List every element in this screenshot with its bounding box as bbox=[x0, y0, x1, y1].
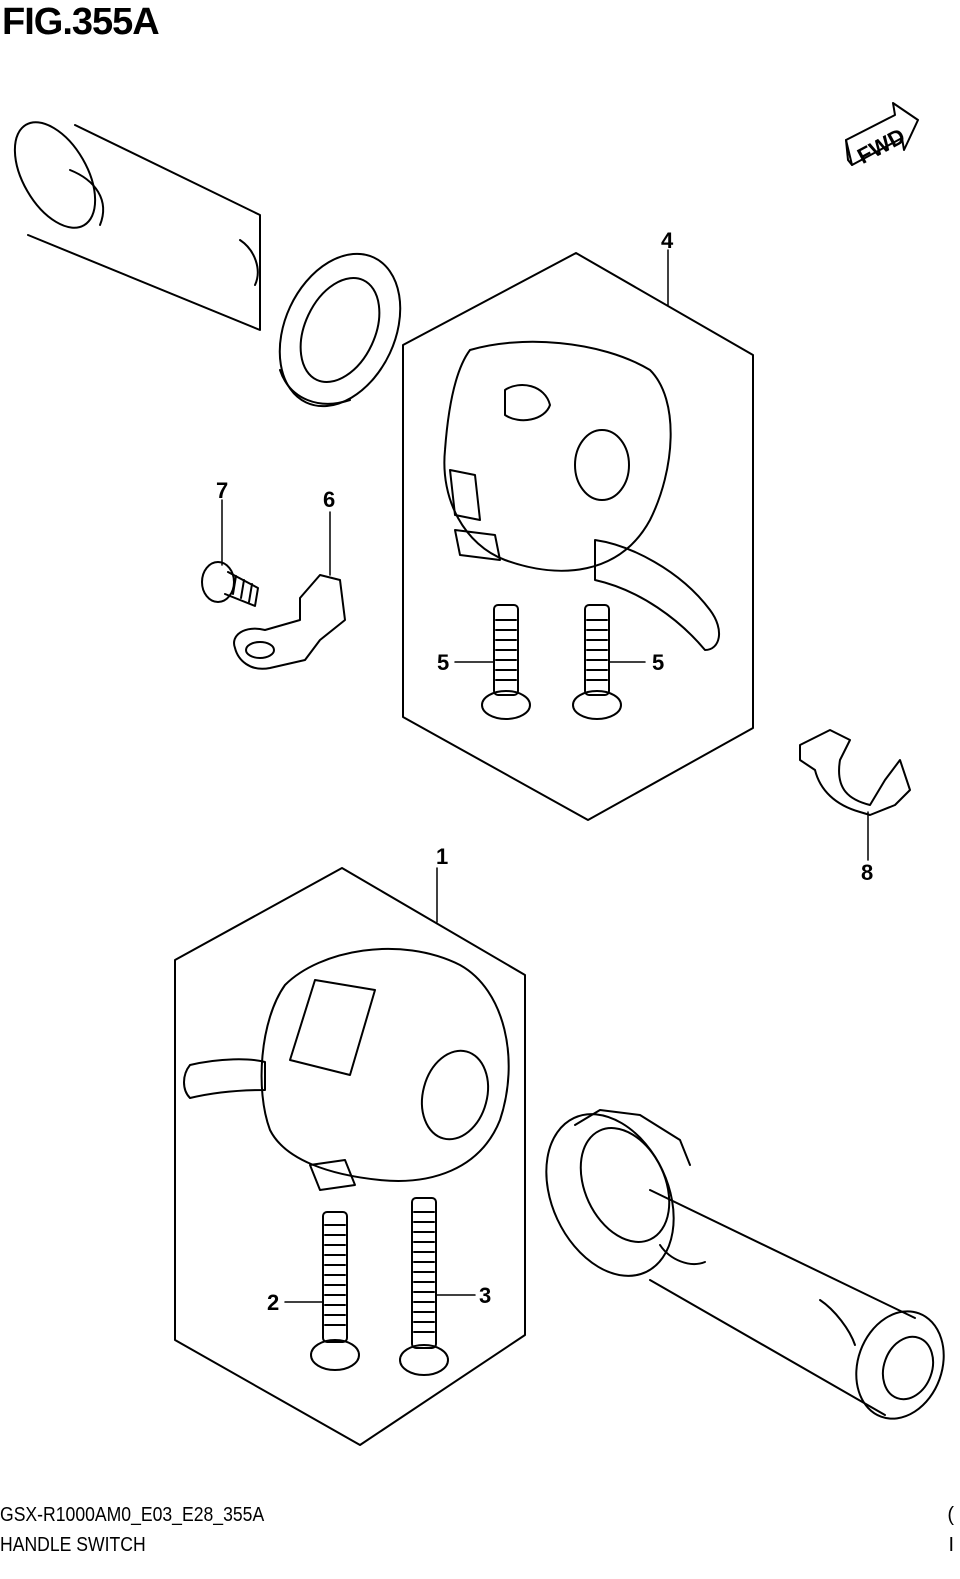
callout-2: 2 bbox=[267, 1290, 279, 1315]
screw-5b-part bbox=[572, 604, 622, 720]
kit-box-1 bbox=[174, 867, 526, 1446]
screw-3-part bbox=[399, 1197, 449, 1376]
screw-5a-part bbox=[481, 604, 531, 720]
left-grip-part bbox=[13, 121, 402, 408]
figure-title: FIG.355A bbox=[2, 1, 160, 43]
callout-7: 7 bbox=[216, 478, 228, 503]
footer-right-mark-2: I bbox=[948, 1534, 954, 1556]
fwd-arrow-icon: FWD bbox=[845, 102, 919, 169]
callout-6: 6 bbox=[323, 487, 335, 512]
footer-section-name: HANDLE SWITCH bbox=[0, 1534, 146, 1556]
kit-box-4 bbox=[402, 252, 754, 821]
footer-model-code: GSX-R1000AM0_E03_E28_355A bbox=[0, 1504, 265, 1526]
leader-lines bbox=[221, 249, 869, 1303]
callout-3: 3 bbox=[479, 1283, 491, 1308]
callout-5-left: 5 bbox=[437, 650, 449, 675]
callout-1: 1 bbox=[436, 844, 448, 869]
clamp-8-part bbox=[799, 729, 911, 816]
callout-8: 8 bbox=[861, 860, 873, 885]
throttle-grip-part bbox=[545, 1109, 945, 1420]
footer-right-mark-1: ( bbox=[947, 1504, 954, 1526]
callout-labels: 1 2 3 4 5 5 6 7 8 bbox=[216, 228, 873, 1315]
bracket-6-part bbox=[233, 574, 346, 670]
callout-4: 4 bbox=[661, 228, 674, 253]
screw-2-part bbox=[310, 1211, 360, 1371]
bolt-7-part bbox=[201, 561, 259, 607]
callout-5-right: 5 bbox=[652, 650, 664, 675]
